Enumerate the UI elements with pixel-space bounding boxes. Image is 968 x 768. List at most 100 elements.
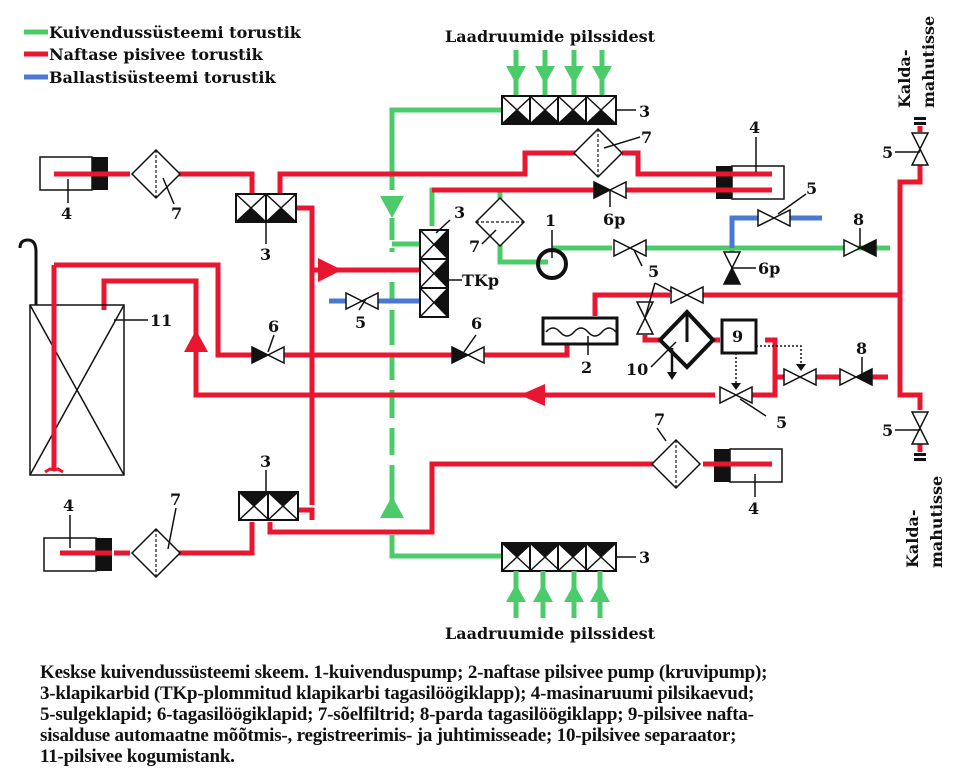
svg-text:Kalda-: Kalda- [895, 49, 914, 108]
svg-text:11: 11 [150, 311, 172, 330]
svg-text:Kalda-: Kalda- [903, 509, 922, 568]
arrow-right-icon [318, 258, 342, 282]
shut-valve-ballast: 5 [757, 179, 817, 227]
arrow-down-icon [564, 66, 584, 84]
svg-text:5: 5 [806, 179, 817, 198]
collecting-tank: 11 [18, 238, 172, 476]
check-valve-left: 6 [251, 317, 285, 364]
bilge-well-bottom-left: 4 [43, 496, 112, 572]
check-valve-center: 6 [451, 314, 485, 364]
bilge-well-bottom-right: 4 [714, 448, 783, 518]
arrow-up-icon [184, 330, 208, 352]
shore-connection-top: 5 Kalda- mahutisse [882, 16, 938, 166]
filter-bottom-left: 7 [131, 490, 181, 578]
filter-top-left: 7 [131, 149, 182, 223]
shut-valve-ballast-in: 5 [345, 292, 379, 332]
legend-label: Naftase pisivee torustik [49, 45, 264, 64]
arrow-up-icon [564, 584, 584, 602]
svg-text:5: 5 [776, 413, 787, 432]
arrow-up-icon [590, 584, 610, 602]
check-valve-6p-top: 6p [593, 181, 627, 229]
svg-text:5: 5 [882, 421, 893, 440]
screw-pump: 2 [541, 316, 619, 377]
svg-text:7: 7 [654, 410, 665, 429]
legend-item-ballast: Ballastisüsteemi torustik [24, 68, 276, 87]
label-4: 4 [748, 499, 759, 518]
caption-line: 11-pilsivee kogumistank. [40, 746, 235, 767]
svg-text:6: 6 [471, 314, 482, 333]
svg-text:6: 6 [268, 317, 279, 336]
bottom-inflow-arrows [506, 571, 610, 618]
valve-box-tkp: 3 TKp [419, 203, 499, 318]
svg-text:8: 8 [853, 210, 864, 229]
svg-text:5: 5 [882, 143, 893, 162]
shut-valve-overboard-b [783, 368, 817, 386]
svg-text:mahutisse: mahutisse [927, 476, 946, 568]
svg-text:3: 3 [454, 203, 465, 222]
figure-caption: Keskse kuivendussüsteemi skeem. 1-kuiven… [40, 662, 960, 767]
shut-valve-overboard-a: 5 [719, 386, 787, 432]
valve-box-left-top: 3 [235, 193, 297, 264]
caption-line: 3-klapikarbid (TKp-plommitud klapikarbi … [40, 683, 755, 704]
svg-text:3: 3 [260, 245, 271, 264]
label-4: 4 [749, 118, 760, 137]
legend-label: Ballastisüsteemi torustik [49, 68, 276, 87]
svg-text:3: 3 [260, 452, 271, 471]
legend-item-drain: Kuivendussüsteemi torustik [24, 23, 302, 42]
filter-bottom-right: 7 [651, 410, 701, 489]
label-4: 4 [61, 204, 72, 223]
oil-content-meter: 9 [720, 318, 806, 390]
bilge-well-top-left: 4 [39, 156, 130, 223]
arrow-down-icon [592, 66, 612, 84]
shore-connection-bottom: 5 Kalda- mahutisse [882, 411, 946, 568]
arrow-up-icon [380, 496, 404, 518]
svg-text:7: 7 [469, 237, 480, 256]
svg-text:8: 8 [856, 339, 867, 358]
separator: 10 [626, 309, 716, 380]
caption-line: Keskse kuivendussüsteemi skeem. 1-kuiven… [40, 662, 768, 683]
side-check-valve-top: 8 [843, 210, 877, 257]
svg-text:2: 2 [581, 358, 592, 377]
svg-text:6p: 6p [603, 210, 625, 229]
label-4: 4 [63, 496, 74, 515]
valve-box-left-bottom: 3 [238, 452, 299, 521]
svg-text:9: 9 [732, 327, 743, 346]
caption-line: sisalduse automaatne mõõtmis-, registree… [40, 725, 737, 746]
svg-text:3: 3 [639, 102, 650, 121]
svg-text:10: 10 [626, 360, 648, 379]
legend-item-oily: Naftase pisivee torustik [24, 45, 264, 64]
top-inflow-arrows [506, 50, 612, 96]
arrow-down-icon [535, 66, 555, 84]
arrow-down-icon [506, 66, 526, 84]
svg-text:7: 7 [170, 490, 181, 509]
svg-text:6p: 6p [758, 259, 780, 278]
arrow-left-icon [520, 384, 545, 406]
valve-box-top: 3 [501, 95, 650, 125]
svg-text:1: 1 [545, 211, 556, 230]
legend-label: Kuivendussüsteemi torustik [49, 23, 302, 42]
shut-valve-bypass [636, 282, 704, 335]
svg-text:5: 5 [355, 313, 366, 332]
tkp-label: TKp [462, 271, 499, 290]
arrow-up-icon [533, 584, 553, 602]
svg-text:3: 3 [639, 548, 650, 567]
bilge-well-top-right: 4 [716, 118, 785, 200]
caption-line: 5-sulgeklapid; 6-tagasilöögiklapid; 7-sõ… [40, 704, 754, 725]
valve-box-bottom: 3 [501, 542, 650, 572]
svg-text:7: 7 [171, 204, 182, 223]
svg-text:7: 7 [641, 128, 652, 147]
bilge-system-diagram: Kuivendussüsteemi torustik Naftase pisiv… [18, 16, 946, 643]
arrow-down-icon [380, 196, 404, 218]
drain-pump: 1 [536, 211, 568, 280]
filter-pump-suction: 7 [469, 197, 525, 256]
svg-text:5: 5 [648, 262, 659, 281]
shut-valve-drain: 5 [613, 239, 659, 281]
arrow-up-icon [506, 584, 526, 602]
side-check-valve-bottom: 8 [839, 339, 873, 386]
bottom-inflow-label: Laadruumide pilssidest [445, 624, 656, 643]
legend: Kuivendussüsteemi torustik Naftase pisiv… [24, 23, 302, 87]
vent-pipe-icon [18, 238, 38, 305]
svg-text:mahutisse: mahutisse [919, 16, 938, 108]
check-valve-6p-ballast: 6p [723, 251, 780, 285]
top-inflow-label: Laadruumide pilssidest [445, 27, 656, 46]
